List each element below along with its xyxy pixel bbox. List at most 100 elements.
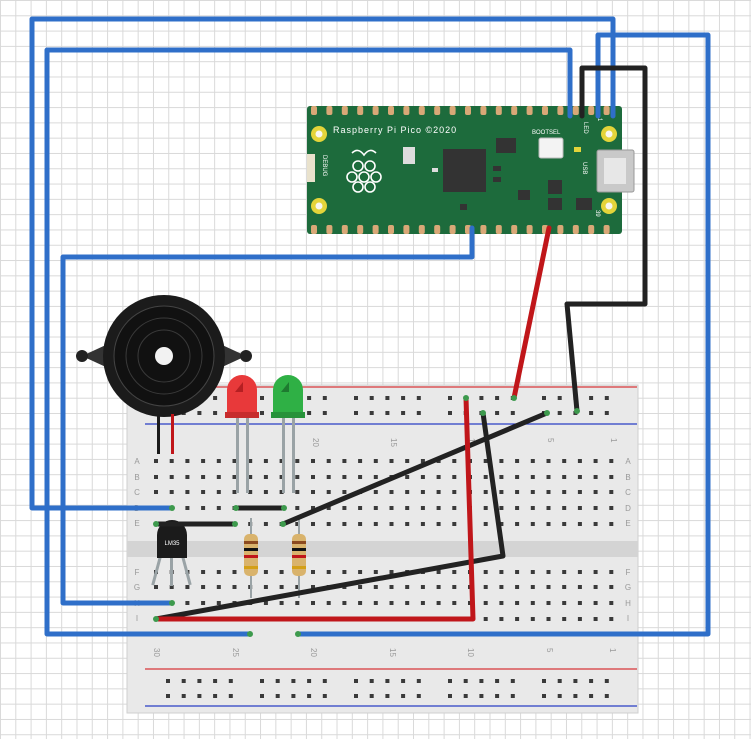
rail-hole	[166, 679, 170, 683]
rail-hole	[213, 396, 218, 400]
breadboard-hole	[483, 459, 488, 463]
rail-hole	[448, 396, 452, 400]
debug-label: DEBUG	[321, 155, 327, 177]
wires	[29, 16, 711, 637]
lm35-sensor: LM35	[151, 520, 192, 586]
breadboard-hole	[279, 570, 284, 574]
breadboard-hole	[201, 490, 206, 494]
row-letter-b: B	[134, 473, 139, 482]
breadboard-hole	[201, 506, 206, 510]
rail-hole	[354, 411, 358, 415]
rail-hole	[401, 694, 406, 698]
breadboard-hole	[389, 459, 394, 463]
rail-hole	[369, 411, 374, 415]
wire-black-pico-gnd	[564, 65, 648, 414]
breadboard-hole	[216, 570, 221, 574]
breadboard-hole	[515, 570, 520, 574]
pico-pin	[572, 225, 579, 234]
breadboard-hole	[609, 522, 614, 526]
breadboard-hole	[185, 601, 190, 605]
col-num-20-bottom: 20	[309, 648, 318, 657]
breadboard-hole	[185, 490, 190, 494]
row-letter-d-right: D	[625, 504, 631, 513]
breadboard-hole	[593, 601, 598, 605]
breadboard-hole	[577, 506, 582, 510]
breadboard-hole	[389, 570, 394, 574]
breadboard-hole	[358, 522, 363, 526]
rail-hole	[369, 396, 374, 400]
breadboard-hole	[358, 475, 363, 479]
rail-hole	[479, 396, 484, 400]
col-num-5-bottom: 5	[545, 648, 554, 653]
led-label: LED	[582, 122, 588, 134]
rail-hole	[604, 396, 609, 400]
rail-hole	[557, 411, 562, 415]
rail-hole	[416, 411, 421, 415]
breadboard-hole	[593, 522, 598, 526]
breadboard-hole	[295, 475, 300, 479]
breadboard-hole	[593, 585, 598, 589]
breadboard-hole	[577, 585, 582, 589]
rail-hole	[495, 694, 500, 698]
row-letter-c-right: C	[625, 488, 631, 497]
row-letter-c: C	[134, 488, 140, 497]
breadboard-hole	[546, 475, 551, 479]
breadboard-hole	[248, 475, 253, 479]
breadboard-hole	[373, 585, 378, 589]
row-letter-e: E	[134, 519, 139, 528]
row-letter-g: G	[134, 583, 140, 592]
breadboard-hole	[185, 475, 190, 479]
breadboard-hole	[326, 570, 331, 574]
breadboard-hole	[342, 475, 347, 479]
pico-pin	[341, 106, 348, 115]
breadboard-hole	[515, 601, 520, 605]
breadboard-hole	[342, 506, 347, 510]
pico-pin	[465, 106, 471, 115]
breadboard-hole	[515, 506, 520, 510]
breadboard-hole	[311, 475, 315, 479]
breadboard-hole	[530, 475, 535, 479]
rail-hole	[463, 679, 468, 683]
pico-pin	[372, 225, 379, 234]
breadboard-hole	[609, 459, 614, 463]
breadboard-hole	[248, 490, 253, 494]
pin-1-label: 1	[596, 118, 602, 122]
breadboard-hole	[405, 506, 410, 510]
pico-pin	[572, 106, 579, 115]
breadboard-hole	[326, 522, 331, 526]
breadboard-hole	[562, 506, 567, 510]
pico-pin	[434, 106, 441, 115]
breadboard-hole	[483, 490, 488, 494]
rail-hole	[495, 411, 500, 415]
breadboard-hole	[562, 522, 567, 526]
pico-pin	[434, 225, 441, 234]
rail-hole	[322, 411, 327, 415]
breadboard-hole	[562, 585, 567, 589]
breadboard-hole	[216, 459, 221, 463]
breadboard-hole	[436, 570, 441, 574]
breadboard-hole	[389, 490, 394, 494]
row-letter-i-right: I	[627, 614, 629, 623]
breadboard-hole	[373, 459, 378, 463]
rail-hole	[181, 679, 186, 683]
breadboard-hole	[483, 570, 488, 574]
breadboard-hole	[562, 617, 567, 621]
breadboard-hole	[216, 475, 221, 479]
breadboard-hole	[232, 585, 237, 589]
rail-hole	[479, 679, 484, 683]
breadboard-hole	[420, 506, 425, 510]
row-letter-g-right: G	[625, 583, 631, 592]
breadboard-hole	[373, 506, 378, 510]
wire-blue-3	[60, 225, 475, 606]
rail-hole	[213, 411, 218, 415]
breadboard-hole	[452, 490, 457, 494]
breadboard-hole	[530, 585, 535, 589]
breadboard-hole	[515, 475, 520, 479]
breadboard-hole	[358, 570, 363, 574]
rail-hole	[385, 396, 390, 400]
breadboard-hole	[562, 475, 567, 479]
breadboard-hole	[452, 459, 457, 463]
breadboard-hole	[499, 506, 504, 510]
pico-pin	[449, 225, 456, 234]
bootsel-button	[538, 137, 564, 159]
